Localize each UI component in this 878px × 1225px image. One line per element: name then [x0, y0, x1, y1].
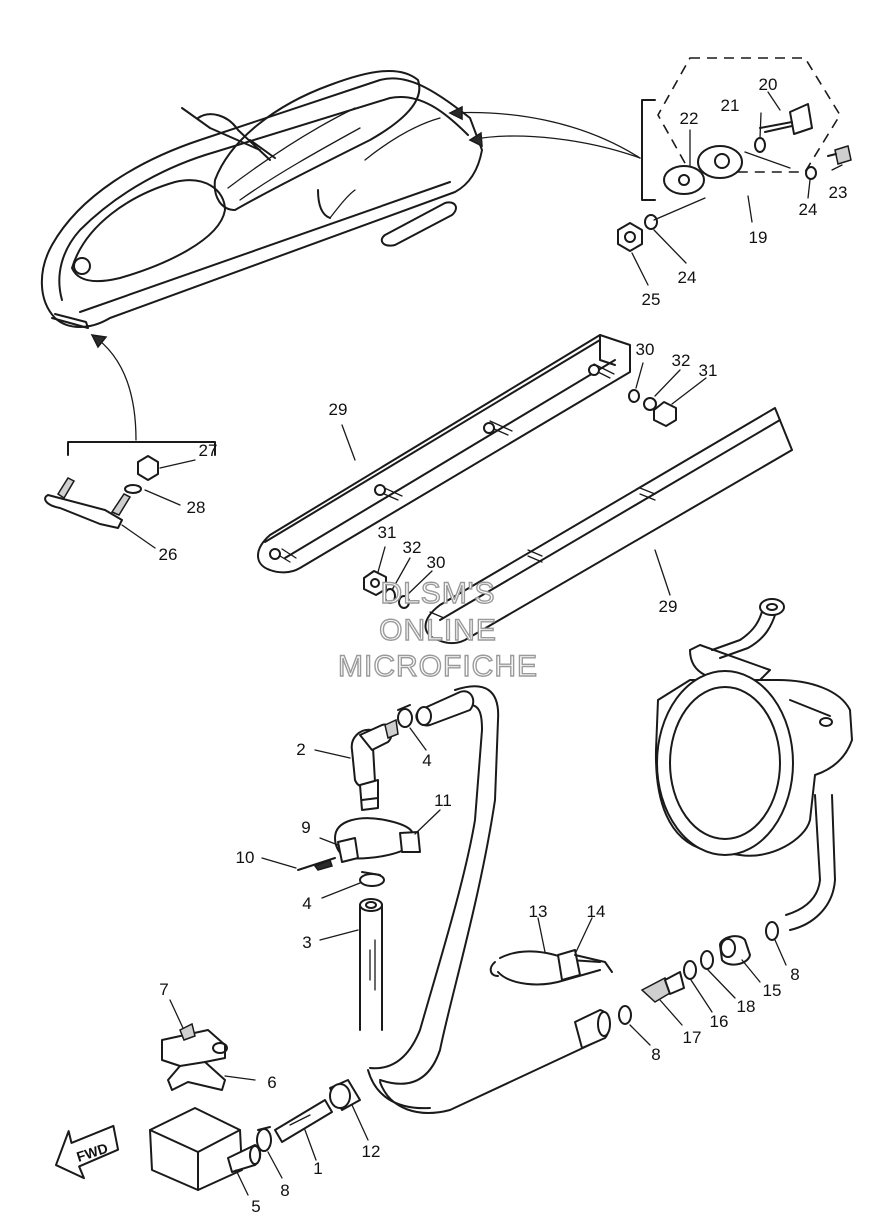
part-label: 25	[642, 290, 661, 309]
part-label: 19	[749, 228, 768, 247]
part-label: 9	[301, 818, 310, 837]
part-label: 31	[378, 523, 397, 542]
part-label: 17	[683, 1028, 702, 1047]
main-hose-routing	[274, 685, 611, 1143]
jet-pump-housing	[654, 598, 853, 931]
part-label: 31	[699, 361, 718, 380]
part-label: 16	[710, 1012, 729, 1031]
mounting-bracket	[161, 999, 256, 1091]
watermark: DLSM'S ONLINE MICROFICHE	[337, 576, 538, 683]
upper-pad-fasteners	[628, 362, 707, 427]
part-label: 1	[313, 1159, 322, 1178]
part-label: 14	[587, 902, 606, 921]
upper-sponsor-pad	[257, 334, 631, 574]
part-label: 4	[422, 751, 431, 770]
part-label: 3	[302, 933, 311, 952]
part-label: 28	[187, 498, 206, 517]
part-label: 23	[829, 183, 848, 202]
watermark-line-2: ONLINE	[379, 614, 497, 647]
part-label: 32	[672, 351, 691, 370]
part-label: 11	[434, 791, 452, 810]
part-label: 5	[251, 1197, 260, 1216]
part-label: 15	[763, 981, 782, 1000]
hose-band-strap	[261, 809, 441, 871]
part-label: 8	[790, 965, 799, 984]
part-label: 22	[680, 109, 699, 128]
part-label: 10	[236, 848, 255, 867]
hose-clamp-lower	[321, 871, 385, 899]
part-label: 24	[799, 200, 818, 219]
part-label: 8	[651, 1045, 660, 1064]
part-label: 21	[721, 96, 740, 115]
lower-pad-fasteners	[363, 546, 433, 609]
part-label: 8	[280, 1181, 289, 1200]
part-number-labels: 20 21 22 23 24 19 24 25 30 32 31 29 27 2…	[159, 75, 848, 1216]
water-box	[149, 1107, 262, 1196]
part-label: 2	[296, 740, 305, 759]
part-label: 29	[659, 597, 678, 616]
part-label: 30	[427, 553, 446, 572]
part-label: 20	[759, 75, 778, 94]
lower-sponsor-pad	[424, 407, 793, 644]
watermark-line-1: DLSM'S	[380, 577, 495, 610]
hose-clamp-upper	[397, 704, 427, 751]
drain-plug-assembly-group	[617, 57, 852, 286]
tie-strap	[489, 917, 613, 986]
part-label: 4	[302, 894, 311, 913]
part-label: 32	[403, 538, 422, 557]
part-label: 24	[678, 268, 697, 287]
check-valve	[314, 718, 399, 811]
leader-3	[319, 929, 359, 941]
part-label: 27	[199, 441, 218, 460]
part-label: 29	[329, 400, 348, 419]
pump-fittings	[618, 921, 787, 1046]
hose-joint-lower	[256, 1079, 369, 1179]
part-label: 12	[362, 1142, 381, 1161]
part-label: 6	[267, 1073, 276, 1092]
forward-direction-arrow	[54, 1124, 120, 1180]
watercraft-hull-illustration	[40, 69, 641, 441]
part-label: 26	[159, 545, 178, 564]
part-label: 18	[737, 997, 756, 1016]
watermark-line-3: MICROFICHE	[338, 650, 538, 683]
part-label: 13	[529, 902, 548, 921]
part-label: 30	[636, 340, 655, 359]
hose-joint-assembly	[44, 441, 216, 549]
part-label: 7	[159, 980, 168, 999]
